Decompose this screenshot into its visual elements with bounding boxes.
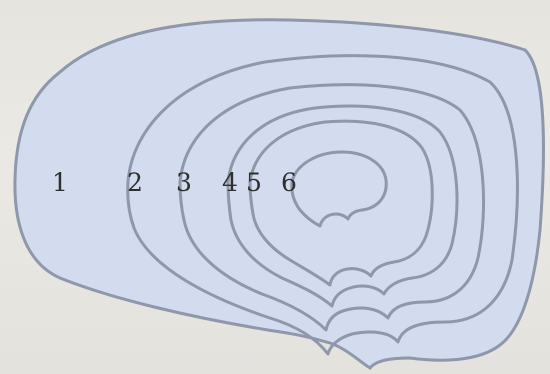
ring-label-6: 6 xyxy=(281,168,297,197)
ring-label-4: 4 xyxy=(222,168,238,197)
ring-label-3: 3 xyxy=(176,168,192,197)
ring-label-1: 1 xyxy=(52,168,68,197)
ring-label-5: 5 xyxy=(246,168,262,197)
ring-label-2: 2 xyxy=(127,168,143,197)
